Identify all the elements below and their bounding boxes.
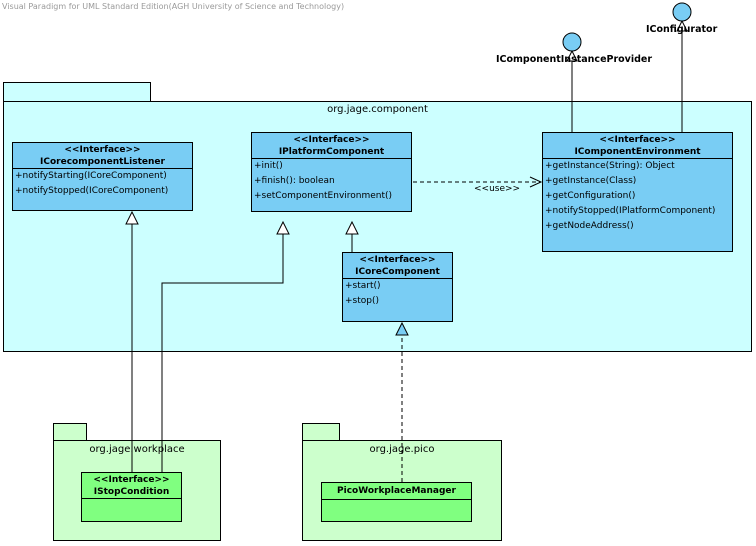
use-dependency-arrowhead (529, 176, 543, 188)
package-pico-name: org.jage.pico (369, 444, 435, 455)
operation: +notifyStopped(ICoreComponent) (15, 186, 169, 196)
stereotype-label: <<Interface>> (93, 475, 170, 485)
class-name: IPlatformComponent (278, 147, 385, 157)
watermark: Visual Paradigm for UML Standard Edition… (2, 2, 345, 11)
operation: +setComponentEnvironment() (254, 191, 393, 201)
class-icore-component[interactable]: <<Interface>> ICoreComponent +start() +s… (342, 252, 453, 322)
operation: +getInstance(Class) (545, 176, 637, 186)
operation: +getNodeAddress() (545, 221, 634, 231)
class-name: PicoWorkplaceManager (337, 486, 456, 496)
iconfigurator-label: IConfigurator (646, 24, 718, 35)
operations-list: +init() +finish(): boolean +setComponent… (252, 159, 411, 204)
class-iplatform-component[interactable]: <<Interface>> IPlatformComponent +init()… (251, 132, 412, 212)
stereotype-label: <<Interface>> (599, 135, 676, 145)
class-header: <<Interface>> IPlatformComponent (252, 133, 411, 159)
package-workplace-name: org.jage.workplace (89, 444, 185, 455)
operation: +stop() (345, 296, 380, 306)
operation: +notifyStarting(ICoreComponent) (15, 171, 167, 181)
use-dependency-label: <<use>> (474, 184, 521, 194)
operations-list: +start() +stop() (343, 279, 452, 309)
operation: +init() (254, 161, 283, 171)
icomponent-instance-provider-label: IComponentInstanceProvider (496, 54, 653, 65)
class-icorecomponent-listener[interactable]: <<Interface>> ICorecomponentListener +no… (12, 142, 193, 211)
provided-arrowhead (676, 19, 688, 32)
class-header: PicoWorkplaceManager (322, 483, 471, 500)
class-name: ICorecomponentListener (40, 157, 165, 167)
operation: +getConfiguration() (545, 191, 636, 201)
generalization-stop-to-platform (161, 234, 284, 472)
operations-list: +notifyStarting(ICoreComponent) +notifyS… (13, 169, 192, 199)
operations-list: +getInstance(String): Object +getInstanc… (543, 159, 732, 234)
class-name: ICoreComponent (355, 267, 440, 277)
class-header: <<Interface>> IStopCondition (82, 473, 181, 499)
lollipop-iconfigurator (672, 2, 692, 22)
provided-arrowhead (566, 49, 578, 62)
stereotype-label: <<Interface>> (359, 255, 436, 265)
realization-arrowhead (395, 321, 409, 336)
class-name: IStopCondition (93, 487, 170, 497)
generalization-arrowhead (125, 210, 139, 225)
stereotype-label: <<Interface>> (293, 135, 370, 145)
class-icomponent-environment[interactable]: <<Interface>> IComponentEnvironment +get… (542, 132, 733, 252)
class-istop-condition[interactable]: <<Interface>> IStopCondition (81, 472, 182, 522)
generalization-arrowhead (276, 220, 290, 235)
lollipop-icomponent-instance-provider (562, 32, 582, 52)
class-header: <<Interface>> ICoreComponent (343, 253, 452, 279)
operation: +start() (345, 281, 381, 291)
operation: +finish(): boolean (254, 176, 335, 186)
stereotype-label: <<Interface>> (64, 145, 141, 155)
generalization-arrowhead (345, 220, 359, 235)
class-pico-workplace-manager[interactable]: PicoWorkplaceManager (321, 482, 472, 522)
package-component-name: org.jage.component (327, 104, 428, 115)
class-name: IComponentEnvironment (574, 147, 701, 157)
operation: +notifyStopped(IPlatformComponent) (545, 206, 716, 216)
class-header: <<Interface>> ICorecomponentListener (13, 143, 192, 169)
class-header: <<Interface>> IComponentEnvironment (543, 133, 732, 159)
operation: +getInstance(String): Object (545, 161, 675, 171)
